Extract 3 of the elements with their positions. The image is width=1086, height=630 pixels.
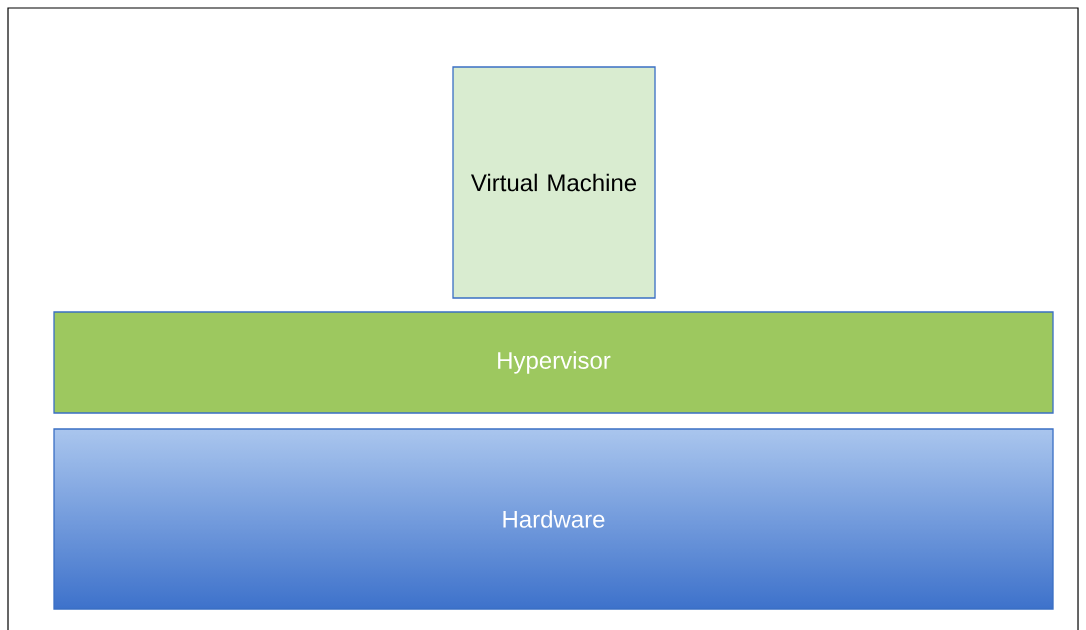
- vm-box: Virtual Machine: [452, 66, 656, 299]
- hardware-layer: Hardware: [53, 428, 1054, 610]
- hypervisor-layer: Hypervisor: [53, 311, 1054, 414]
